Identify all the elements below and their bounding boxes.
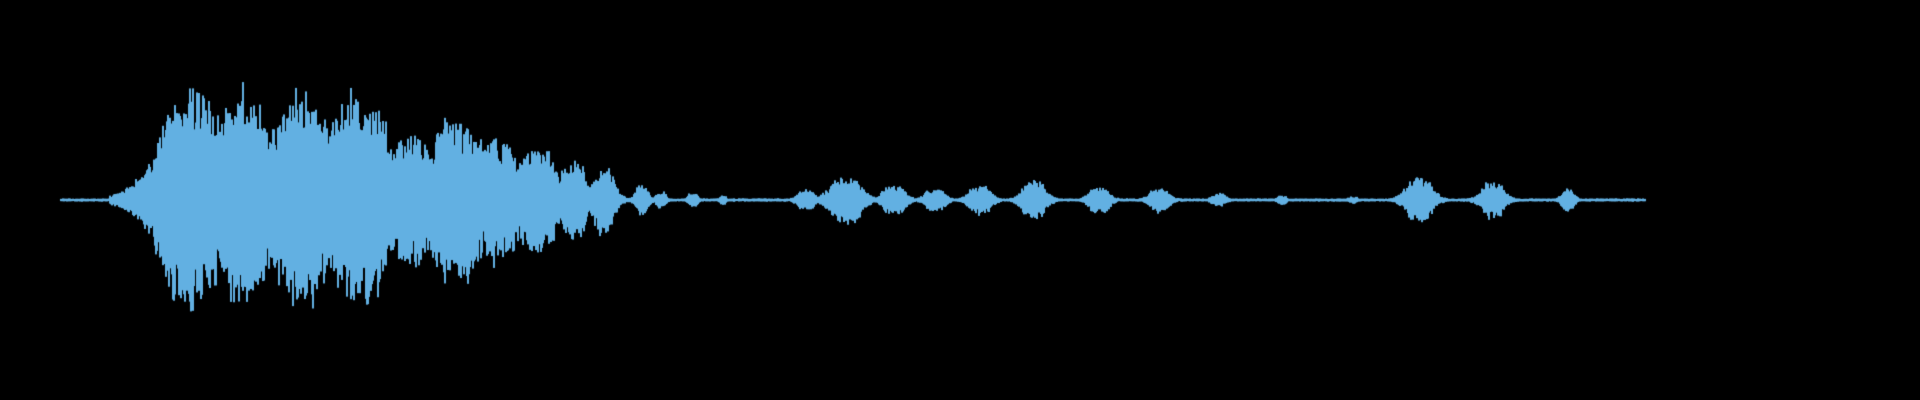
waveform-canvas[interactable] [0,0,1920,400]
waveform-viewer[interactable] [0,0,1920,400]
